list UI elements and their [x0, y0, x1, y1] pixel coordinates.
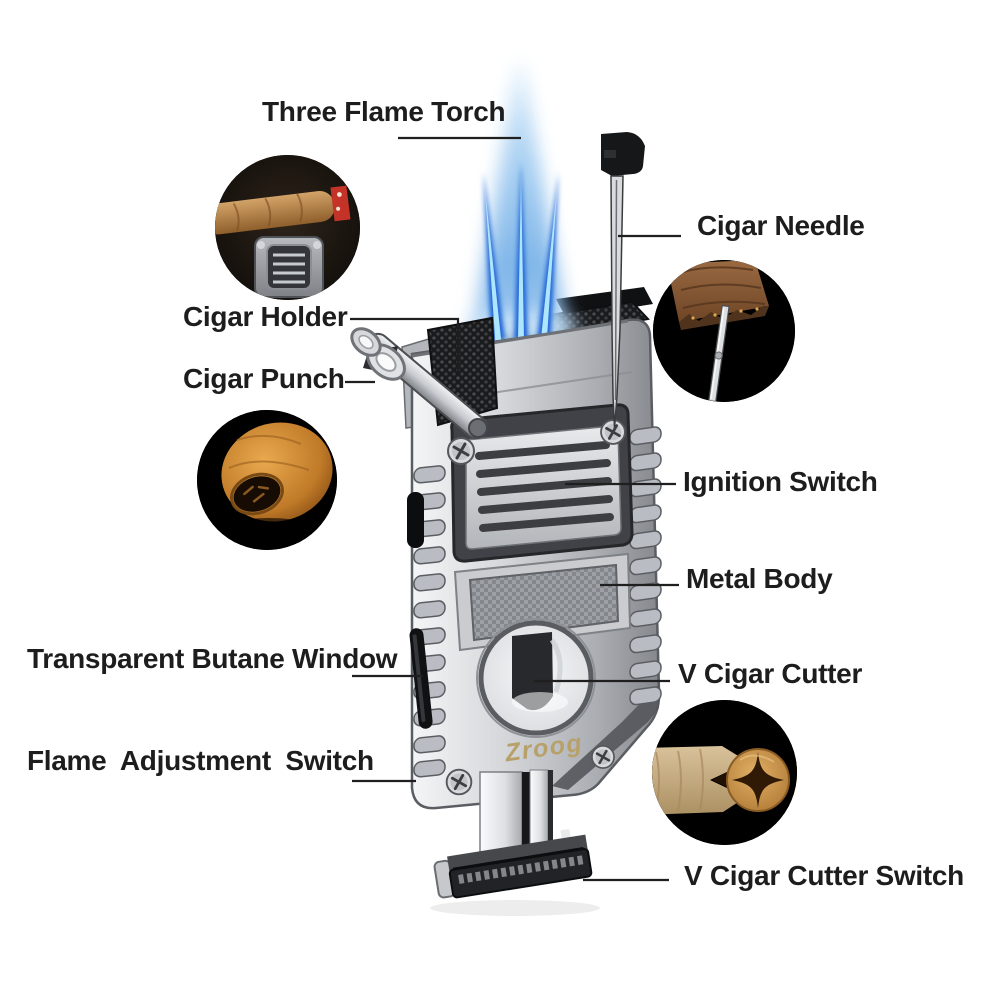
cigar-needle-tool [601, 132, 645, 429]
screw-top-left [446, 436, 476, 466]
v-cutter-window [476, 618, 596, 738]
v-cutter-plunger [430, 769, 600, 916]
leader-lines [345, 136, 681, 882]
carbon-panel [453, 552, 632, 652]
cigar-punch-rings [350, 327, 406, 381]
screw-bottom-left [445, 768, 473, 796]
callout-cigar-holder: Cigar Holder [183, 301, 348, 332]
inset-star-cut-face [726, 748, 790, 812]
callout-flame-adjustment-switch: Flame Adjustment Switch [27, 745, 374, 776]
callout-metal-body: Metal Body [686, 563, 833, 594]
inset-photo-v-cut-cigars [652, 700, 797, 845]
inset-photo-cigar-on-holder [215, 155, 360, 300]
inset-photo-punched-cigar [197, 410, 337, 550]
right-rib-strip [629, 425, 662, 707]
callout-v-cigar-cutter: V Cigar Cutter [678, 658, 863, 689]
cigar-holder-arm [350, 316, 499, 440]
callout-v-cigar-cutter-switch: V Cigar Cutter Switch [684, 860, 964, 891]
callout-cigar-needle: Cigar Needle [697, 210, 865, 241]
callout-transparent-butane-window: Transparent Butane Window [27, 643, 398, 674]
leader-cigar-holder [350, 317, 460, 372]
inset-cigar [215, 185, 351, 235]
side-lock-button [407, 492, 424, 548]
v-cutter-switch-base [433, 829, 593, 899]
inset-lighter-top [254, 236, 324, 298]
screw-bottom-right [590, 744, 616, 770]
jet-flames [483, 162, 559, 341]
torch-flame [462, 55, 577, 392]
screw-top-right [599, 418, 627, 446]
inset-photo-needle-in-cigar [653, 260, 795, 402]
callout-cigar-punch: Cigar Punch [183, 363, 345, 394]
callout-ignition-switch: Ignition Switch [683, 466, 878, 497]
butane-window [409, 628, 433, 729]
callout-three-flame-torch: Three Flame Torch [262, 96, 506, 127]
inset-needle-shaft [708, 304, 730, 402]
v-cutter-blade [512, 632, 553, 711]
lighter-body [407, 318, 662, 810]
